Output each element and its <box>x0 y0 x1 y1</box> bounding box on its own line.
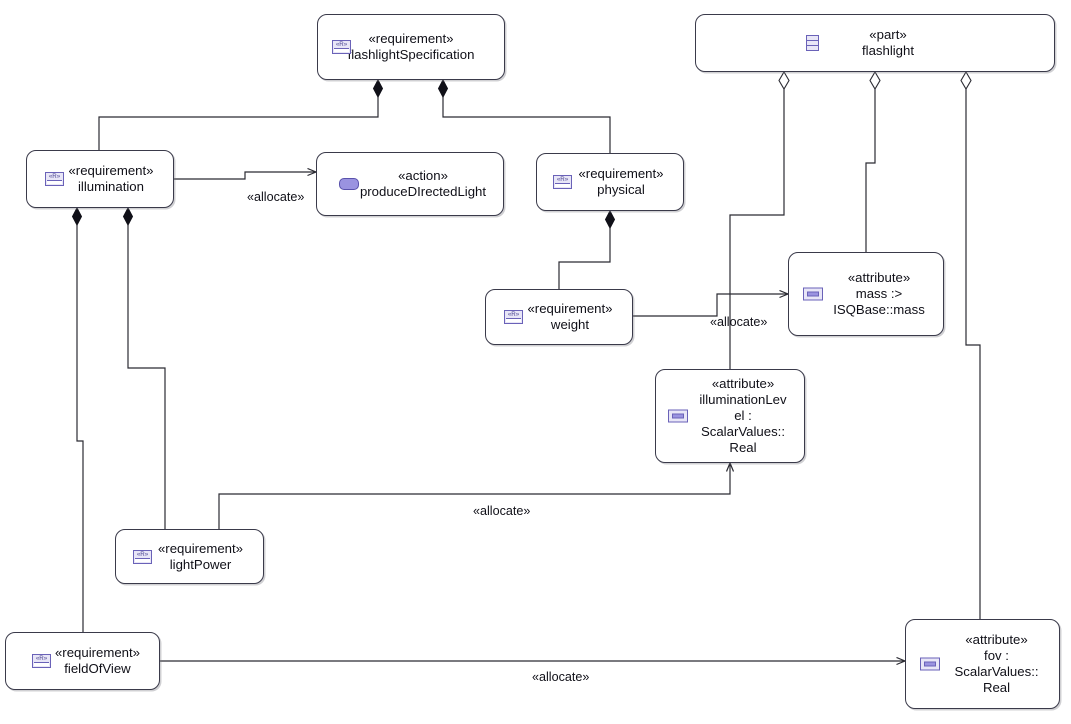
edge-allocate-lightpower-illuminationlevel <box>218 463 730 529</box>
action-icon <box>339 178 359 190</box>
edge-allocate-weight-mass <box>633 294 788 317</box>
node-field-of-view[interactable]: «requirement»fieldOfView <box>5 632 160 690</box>
requirement-icon <box>504 310 523 324</box>
node-label: «attribute»illuminationLev el : ScalarVa… <box>693 376 792 456</box>
edge-flashlight-mass <box>865 89 876 252</box>
stereotype: «requirement» <box>157 540 244 556</box>
edge-illumination-fieldofview <box>76 225 84 632</box>
edge-label-allocate-illumination-action: «allocate» <box>247 190 305 204</box>
requirement-icon <box>332 40 351 54</box>
stereotype: «attribute» <box>711 376 775 391</box>
node-name: lightPower <box>169 556 232 572</box>
stereotype: «requirement» <box>527 301 613 316</box>
requirement-icon <box>32 654 51 668</box>
part-icon <box>805 35 819 51</box>
composition-diamond-filled <box>71 206 83 227</box>
stereotype: «requirement» <box>578 166 664 181</box>
node-mass-attribute[interactable]: «attribute»mass :> ISQBase::mass <box>788 252 944 336</box>
node-label: «requirement»flashlightSpecification <box>342 31 481 63</box>
node-name: fov : ScalarValues:: Real <box>954 648 1039 695</box>
node-physical[interactable]: «requirement»physical <box>536 153 684 211</box>
node-name: flashlightSpecification <box>347 47 475 62</box>
stereotype: «requirement» <box>368 31 454 46</box>
node-flashlight[interactable]: «part»flashlight <box>695 14 1055 72</box>
node-fov-attribute[interactable]: «attribute»fov : ScalarValues:: Real <box>905 619 1060 709</box>
composition-diamond-hollow <box>869 70 881 91</box>
composition-diamond-filled <box>372 78 384 99</box>
edge-spec-illumination <box>98 97 379 150</box>
node-name: illumination <box>78 179 144 194</box>
node-name: flashlight <box>861 43 915 58</box>
stereotype: «requirement» <box>54 645 141 660</box>
edge-label-allocate-fieldofview-fov: «allocate» <box>532 670 590 684</box>
node-label: «action»produceDIrectedLight <box>354 168 492 200</box>
node-illumination[interactable]: «requirement»illumination <box>26 150 174 208</box>
node-weight[interactable]: «requirement»weight <box>485 289 633 345</box>
node-label: «requirement»physical <box>572 166 669 198</box>
requirement-icon <box>45 172 64 186</box>
edge-flashlight-fov <box>965 89 981 619</box>
composition-diamond-filled <box>122 206 134 227</box>
edge-illumination-lightpower <box>127 225 166 529</box>
node-label: «attribute»fov : ScalarValues:: Real <box>948 632 1044 696</box>
node-label: «part»flashlight <box>856 27 920 59</box>
node-name: weight <box>550 317 590 332</box>
edge-physical-weight <box>558 228 611 289</box>
edge-label-allocate-lightpower-illuminationlevel: «allocate» <box>473 504 531 518</box>
node-name: illuminationLev el : ScalarValues:: Real <box>699 392 787 455</box>
composition-diamond-hollow <box>778 70 790 91</box>
attribute-icon <box>668 409 688 423</box>
composition-diamond-filled <box>604 209 616 230</box>
edge-spec-physical <box>442 97 611 153</box>
stereotype: «action» <box>398 168 448 183</box>
node-name: physical <box>597 182 645 197</box>
node-name: produceDIrectedLight <box>359 184 487 199</box>
requirement-icon <box>553 175 572 189</box>
node-light-power[interactable]: «requirement»lightPower <box>115 529 264 584</box>
requirement-icon <box>133 549 152 564</box>
node-label: «attribute»mass :> ISQBase::mass <box>827 270 931 318</box>
composition-diamond-filled <box>437 78 449 99</box>
stereotype: «attribute» <box>847 270 911 285</box>
node-illumination-level-attribute[interactable]: «attribute»illuminationLev el : ScalarVa… <box>655 369 805 463</box>
stereotype: «requirement» <box>68 163 154 178</box>
stereotype: «part» <box>869 27 907 42</box>
node-label: «requirement»fieldOfView <box>49 645 146 677</box>
composition-diamond-hollow <box>960 70 972 91</box>
edge-label-allocate-weight-mass: «allocate» <box>710 315 768 329</box>
node-name: fieldOfView <box>64 661 131 676</box>
node-name: mass :> ISQBase::mass <box>833 286 925 317</box>
node-flashlight-specification[interactable]: «requirement»flashlightSpecification <box>317 14 505 80</box>
node-label: «requirement»lightPower <box>152 541 249 573</box>
node-label: «requirement»weight <box>521 301 618 333</box>
edge-allocate-illumination-action <box>174 172 316 180</box>
node-produce-directed-light[interactable]: «action»produceDIrectedLight <box>316 152 504 216</box>
node-label: «requirement»illumination <box>62 163 159 195</box>
stereotype: «attribute» <box>965 632 1028 647</box>
attribute-icon <box>803 287 823 301</box>
attribute-icon <box>920 657 940 671</box>
